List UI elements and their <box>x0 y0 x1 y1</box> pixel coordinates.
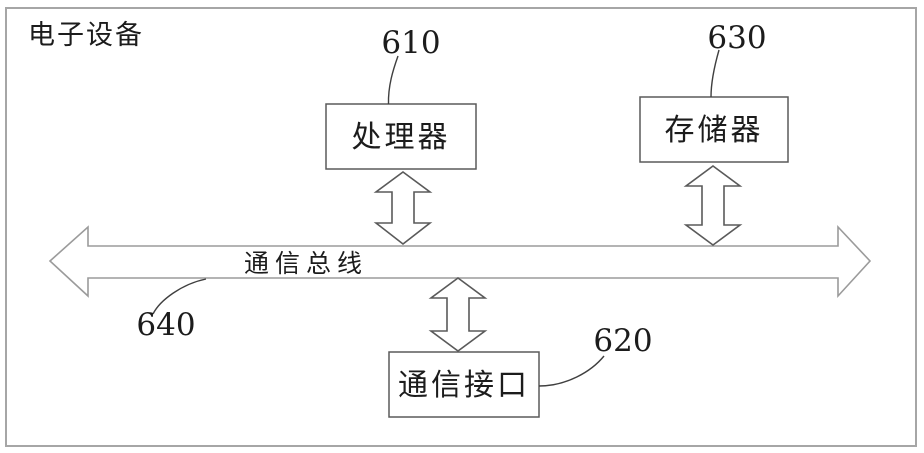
comm-interface-ref-label: 620 <box>593 323 652 359</box>
comm-interface-leader-line <box>538 355 605 387</box>
memory-ref-label: 630 <box>707 20 766 56</box>
processor-bus-double-arrow-icon <box>373 171 433 246</box>
bus-ref-label: 640 <box>136 307 195 343</box>
bus-comm-interface-double-arrow-icon <box>428 277 488 352</box>
device-outer-frame <box>5 7 917 447</box>
memory-label: 存储器 <box>665 113 764 148</box>
comm-interface-label: 通信接口 <box>398 368 530 403</box>
processor-box <box>325 103 477 170</box>
bus-label: 通信总线 <box>244 249 368 278</box>
communication-bus-arrow-icon <box>48 224 872 299</box>
processor-label: 处理器 <box>352 120 451 155</box>
bus-leader-line <box>152 278 207 315</box>
memory-bus-double-arrow-icon <box>683 165 743 246</box>
memory-box <box>639 96 789 163</box>
processor-ref-label: 610 <box>381 25 440 61</box>
device-title: 电子设备 <box>28 20 144 51</box>
comm-interface-box <box>388 351 540 418</box>
processor-leader-line <box>387 55 399 105</box>
memory-leader-line <box>710 49 720 98</box>
